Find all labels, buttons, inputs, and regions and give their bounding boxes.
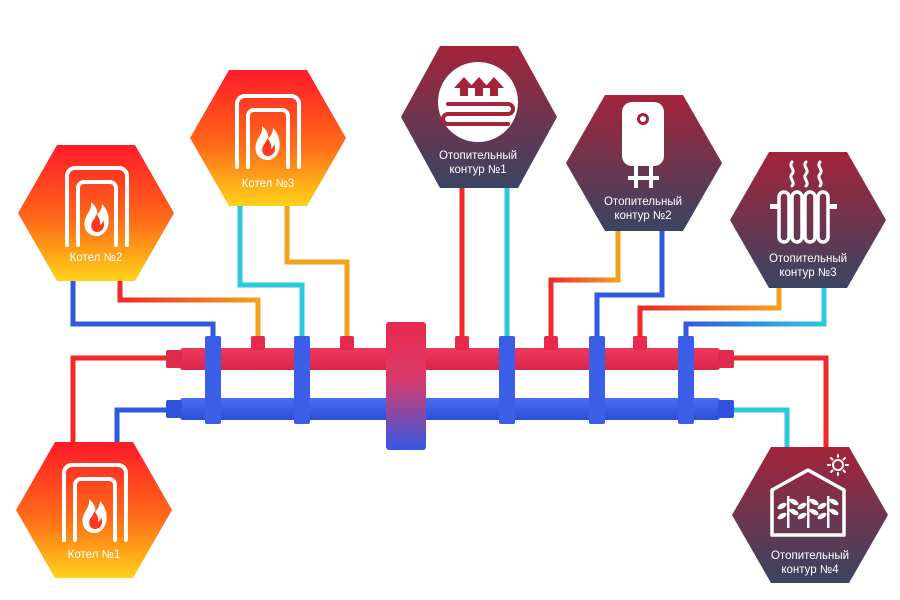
- boiler-3-label: Котел №3: [242, 178, 295, 190]
- pipe-boiler2-supply: [117, 278, 261, 340]
- flame-icon: [255, 126, 280, 160]
- water-heater-icon: [622, 102, 664, 188]
- pipe-boiler3-return: [237, 200, 305, 340]
- manifold-supply-left-cap: [166, 350, 182, 368]
- radiator-icon: [770, 160, 837, 244]
- pipe-circuit3-return: [683, 288, 827, 340]
- sun-icon: [827, 454, 849, 476]
- flame-icon: [84, 202, 109, 236]
- manifold-return-right-cap: [718, 400, 734, 418]
- circuit-1-label-line1: Отопительный: [439, 150, 517, 162]
- circuit-1-label-line2: контур №1: [449, 164, 506, 176]
- circuit-2-label-line2: контур №2: [614, 210, 671, 222]
- circuit-3-label-line1: Отопительный: [769, 253, 847, 265]
- pipe-circuit2-supply: [548, 230, 621, 340]
- boiler-3: Котел №3: [190, 70, 346, 206]
- heating-circuit-1: Отопительный контур №1: [401, 46, 557, 188]
- return-branch-connectors: [205, 336, 694, 424]
- manifold-return-left-cap: [166, 400, 182, 418]
- pipes: [70, 185, 829, 450]
- pipe-boiler1-supply: [70, 355, 172, 443]
- pipe-boiler1-return: [114, 407, 172, 443]
- circuit-3-label-line2: контур №3: [779, 267, 836, 279]
- pipe-circuit4-supply: [730, 355, 829, 450]
- manifold-return-header: [180, 398, 720, 420]
- supply-branch-nipples: [251, 336, 647, 350]
- pipe-circuit4-return: [730, 407, 790, 450]
- boiler-flame-icon: [62, 463, 128, 542]
- hydraulic-manifold: [166, 322, 734, 450]
- boiler-1: Котел №1: [16, 442, 172, 578]
- heating-circuit-2: Отопительный контур №2: [566, 95, 722, 231]
- boiler-1-label: Котел №1: [68, 549, 121, 561]
- circuit-2-label-line1: Отопительный: [604, 196, 682, 208]
- hydraulic-separator: [386, 322, 426, 450]
- manifold-supply-header: [180, 348, 720, 370]
- boiler-2: Котел №2: [18, 145, 174, 281]
- boiler-2-label: Котел №2: [70, 252, 123, 264]
- flame-icon: [82, 499, 107, 533]
- heating-circuit-3: Отопительный контур №3: [730, 152, 886, 288]
- pipe-circuit3-supply: [637, 288, 782, 340]
- circuit-4-hexagon: [732, 447, 888, 583]
- pipe-circuit2-return: [594, 230, 665, 340]
- circuit-4-label-line2: контур №4: [781, 564, 839, 576]
- underfloor-heating-icon: [438, 62, 518, 142]
- pipe-boiler3-supply: [284, 200, 350, 340]
- circuit-3-hexagon: [730, 152, 886, 288]
- greenhouse-icon: [770, 468, 846, 537]
- heating-circuit-4: Отопительный контур №4: [732, 447, 888, 583]
- circuit-4-label-line1: Отопительный: [771, 550, 849, 562]
- manifold-supply-right-cap: [718, 350, 734, 368]
- boiler-flame-icon: [65, 166, 129, 247]
- boiler-flame-icon: [235, 94, 301, 169]
- pipe-boiler2-return: [70, 278, 216, 345]
